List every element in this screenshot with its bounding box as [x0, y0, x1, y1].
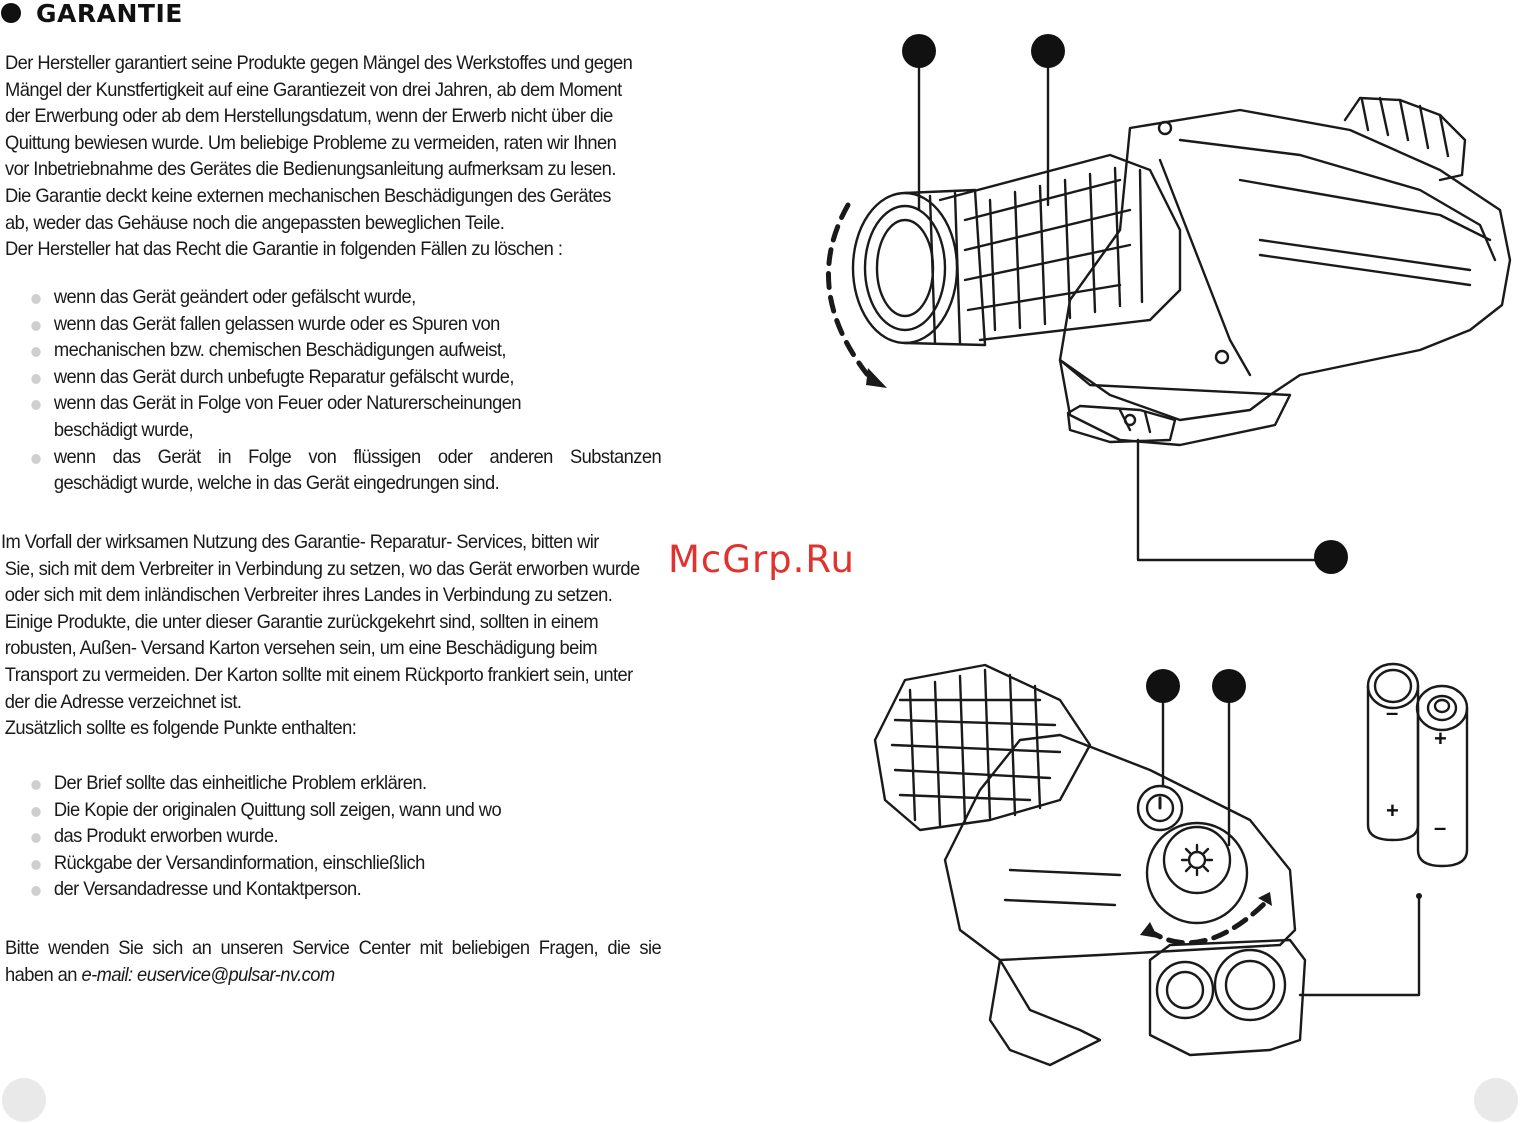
bullet-dot-icon	[1, 3, 21, 23]
page-number-circle-right	[1474, 1078, 1518, 1122]
page-number-circle-left	[2, 1078, 46, 1122]
email-link[interactable]: e-mail: euservice@pulsar-nv.com	[81, 963, 335, 986]
list-item: wenn das Gerät in Folge von flüssigen od…	[5, 444, 662, 471]
list-item: der Versandadresse und Kontaktperson.	[5, 876, 661, 903]
list-item-continuation: geschädigt wurde, welche in das Gerät ei…	[53, 472, 500, 495]
text-line: Einige Produkte, die unter dieser Garant…	[4, 610, 599, 633]
callout-marker	[902, 34, 936, 68]
list-item: das Produkt erworben wurde.	[5, 823, 661, 850]
battery-plus-label: +	[1386, 798, 1399, 823]
list-item: Der Brief sollte das einheitliche Proble…	[5, 770, 661, 797]
battery-minus-label: –	[1386, 700, 1398, 725]
warranty-exclusions-list: wenn das Gerät geändert oder gefälscht w…	[5, 284, 662, 497]
text-line: ab, weder das Gehäuse noch die angepasst…	[5, 211, 505, 234]
text-line: Sie, sich mit dem Verbreiter in Verbindu…	[4, 557, 640, 580]
list-item-continuation: beschädigt wurde,	[53, 418, 194, 441]
package-contents-list: Der Brief sollte das einheitliche Proble…	[5, 770, 661, 903]
callout-marker	[1031, 34, 1065, 68]
device-side-view-figure	[825, 66, 1512, 562]
text-line: Quittung bewiesen wurde. Um beliebige Pr…	[5, 131, 617, 154]
battery-minus-label: –	[1434, 815, 1446, 840]
list-item: Die Kopie der originalen Quittung soll z…	[5, 797, 661, 824]
battery-icon	[1415, 684, 1469, 868]
text-line: Bitte wenden Sie sich an unseren Service…	[5, 937, 662, 959]
battery-plus-label: +	[1434, 726, 1447, 751]
text-prefix: haben an	[5, 963, 82, 986]
text-line: der Erwerbung oder ab dem Herstellungsda…	[5, 105, 613, 128]
list-item: Rückgabe der Versandinformation, einschl…	[5, 850, 661, 877]
text-line: Der Hersteller garantiert seine Produkte…	[5, 52, 633, 74]
text-line: der die Adresse verzeichnet ist.	[4, 690, 242, 713]
callout-marker	[1314, 540, 1348, 574]
closing-paragraph: Bitte wenden Sie sich an unseren Service…	[5, 935, 662, 989]
text-line: Transport zu vermeiden. Der Karton sollt…	[4, 663, 634, 686]
list-item: wenn das Gerät fallen gelassen wurde ode…	[5, 311, 661, 338]
text-line: vor Inbetriebnahme des Gerätes die Bedie…	[5, 158, 616, 181]
text-line: Die Garantie deckt keine externen mechan…	[5, 184, 611, 207]
list-item: mechanischen bzw. chemischen Beschädigun…	[5, 337, 661, 364]
text-line: Im Vorfall der wirksamen Nutzung des Gar…	[1, 531, 599, 553]
text-line: robusten, Außen- Versand Karton versehen…	[4, 637, 598, 660]
text-line: Mängel der Kunstfertigkeit auf eine Gara…	[5, 78, 622, 101]
callout-marker	[1146, 669, 1180, 703]
text-line: Zusätzlich sollte es folgende Punkte ent…	[4, 717, 357, 740]
list-item: wenn das Gerät in Folge von Feuer oder N…	[5, 390, 661, 417]
callout-marker	[1212, 669, 1246, 703]
service-paragraph: Im Vorfall der wirksamen Nutzung des Gar…	[1, 529, 661, 742]
text-line: haben an e-mail: euservice@pulsar-nv.com	[5, 962, 661, 989]
list-item: wenn das Gerät geändert oder gefälscht w…	[5, 284, 661, 311]
intro-paragraph: Der Hersteller garantiert seine Produkte…	[5, 50, 661, 263]
text-line: oder sich mit dem inländischen Verbreite…	[4, 584, 613, 607]
text-line: Der Hersteller hat das Recht die Garanti…	[5, 238, 563, 261]
section-header: GARANTIE	[0, 0, 183, 28]
device-rear-view-figure	[873, 662, 1469, 1067]
list-item: wenn das Gerät durch unbefugte Reparatur…	[5, 364, 661, 391]
section-title: GARANTIE	[36, 0, 183, 28]
watermark: McGrp.Ru	[668, 538, 855, 581]
